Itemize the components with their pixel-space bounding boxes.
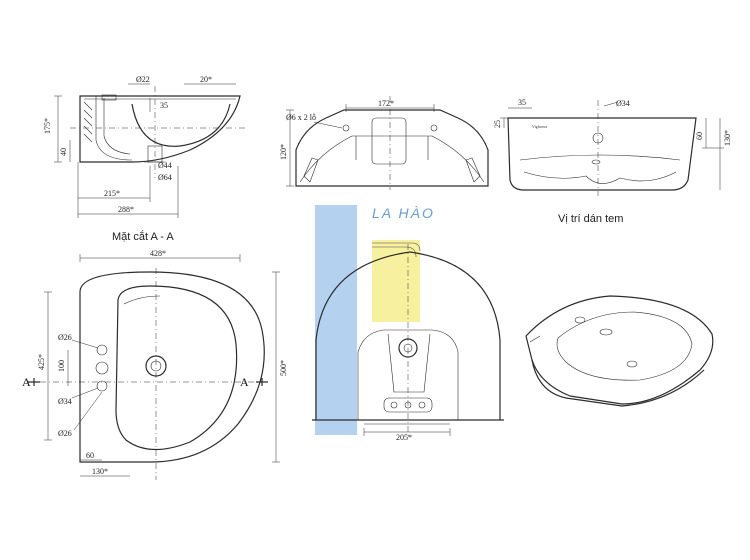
dim-h130: 130* [723,130,732,146]
dim-w428: 428* [150,249,166,258]
dim-w205: 205* [396,433,412,442]
watermark-logo: LA HÀO [315,205,435,435]
section-mark-right: A [240,375,249,389]
dim-holes: Ø6 x 2 lỗ [286,113,316,122]
dim-d34: Ø34 [58,397,72,406]
section-mark-left: A [22,375,31,389]
dim-h175: 175* [43,118,52,134]
watermark-brand: LA HÀO [372,205,435,221]
dim-w215: 215* [104,189,120,198]
dim-w172: 172* [378,99,394,108]
dim-w130: 130* [92,467,108,476]
dim-d64: Ø64 [158,173,172,182]
top-view: A A 428* 425* 500* Ø26 100 Ø34 Ø26 60 13… [22,249,288,480]
dim-d44: Ø44 [158,161,172,170]
dim-d22: Ø22 [136,75,150,84]
dim-w35: 35 [518,98,526,107]
label-view: Viglacera 35 Ø34 25 60 130* Vị trí dán t… [493,98,732,225]
section-caption: Mặt cắt A - A [112,230,174,243]
section-view: Ø22 20* 35 175* 40 Ø44 Ø64 215* 288* Mặt… [43,75,245,243]
dim-d26b: Ø26 [58,429,72,438]
label-caption: Vị trí dán tem [558,213,623,225]
perspective-view [525,295,714,407]
dim-h25: 25 [493,120,502,128]
dim-h40: 40 [59,148,68,156]
dim-d26a: Ø26 [58,333,72,342]
dim-d34: Ø34 [616,99,630,108]
dim-h60: 60 [695,132,704,140]
dim-h500: 500* [279,360,288,376]
label-sticker: Viglacera [532,124,548,129]
front-view: 205* [312,244,504,442]
dim-w60: 60 [86,451,94,460]
dim-h120: 120* [279,144,288,160]
dim-h35: 35 [160,101,168,110]
dim-h100: 100 [57,360,66,372]
dim-w20: 20* [200,75,212,84]
dim-h425: 425* [37,354,46,370]
rear-view: 172* Ø6 x 2 lỗ 120* [279,96,489,190]
dim-w288: 288* [118,205,134,214]
